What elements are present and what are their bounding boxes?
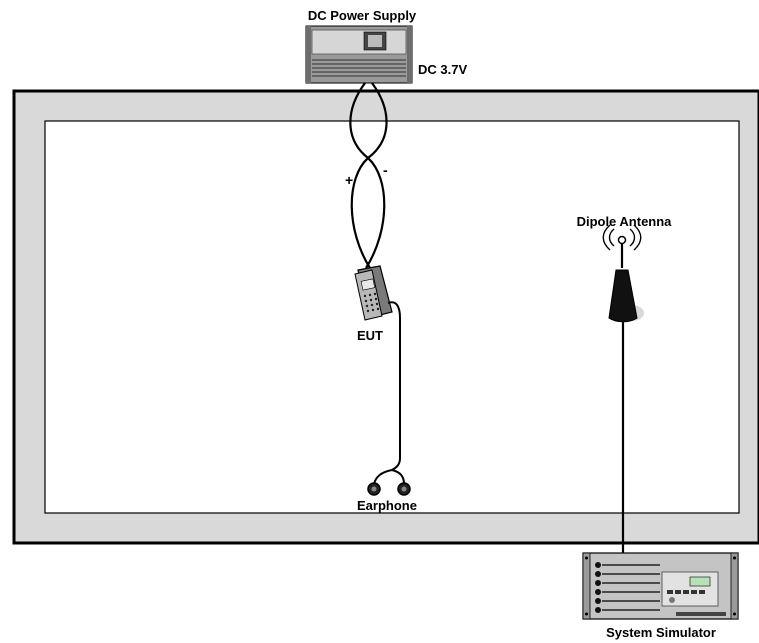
minus-terminal-label: - [383,162,388,178]
system-simulator-icon [582,552,739,620]
dipole-antenna-label: Dipole Antenna [577,214,673,229]
plus-terminal-label: + [345,172,353,188]
dc-voltage-label: DC 3.7V [418,62,467,77]
system-simulator-label: System Simulator [606,625,716,640]
mobile-phone-icon [354,265,393,321]
dc-power-supply-label: DC Power Supply [308,8,417,23]
power-supply-icon [305,25,413,84]
dipole-antenna-icon [602,224,644,323]
earphone-icon [367,482,411,496]
earphone-cable [373,301,405,485]
earphone-label: Earphone [357,498,417,513]
power-cable [349,82,388,269]
eut-label: EUT [357,328,383,343]
